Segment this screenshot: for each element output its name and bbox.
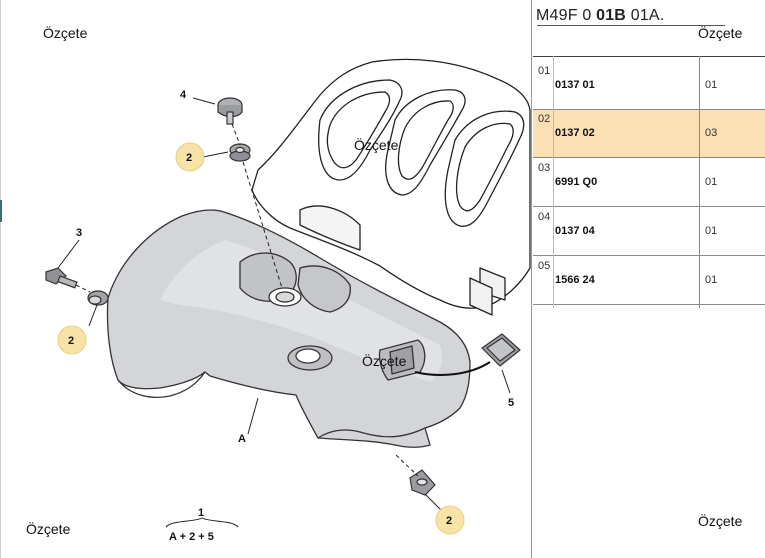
part-row-number: 03 (538, 162, 551, 174)
number-column-divider (553, 56, 554, 308)
callout-2-top: 2 (186, 152, 192, 164)
grommet-part-2-left (87, 290, 109, 306)
watermark-top-right: Özçete (698, 25, 743, 41)
bolt-part-4 (217, 97, 243, 125)
grommet-part-2-bottom (409, 469, 436, 496)
left-edge (0, 0, 1, 558)
part-row-number: 04 (538, 211, 551, 223)
formula-brace (165, 517, 239, 528)
reference-prefix: M49F 0 (536, 7, 597, 24)
callout-4: 4 (180, 89, 187, 101)
part-row-05[interactable]: 05 1566 24 01 (533, 257, 765, 305)
part-code[interactable]: 1566 24 (555, 274, 595, 286)
engine-cover-part-A (106, 209, 471, 448)
assembly-reference: M49F 0 01B 01A. (536, 7, 664, 25)
callout-2-left: 2 (68, 335, 74, 347)
bracket-part-5 (414, 333, 521, 376)
callout-A: A (238, 433, 246, 445)
parts-list-panel: M49F 0 01B 01A. Özçete 01 0137 01 01 02 … (533, 0, 765, 558)
grommet-part-2-top (229, 143, 251, 162)
callout-highlights (57, 142, 465, 535)
engine-cover-drawing: 2 2 2 4 3 5 A 1 A + 2 + 5 (45, 58, 531, 543)
watermark-lower-center: Özçete (362, 353, 407, 369)
callout-1: 1 (198, 507, 204, 519)
intake-manifold (251, 58, 531, 316)
callout-3: 3 (76, 227, 82, 239)
part-row-number: 05 (538, 260, 551, 272)
assembly-formula: A + 2 + 5 (169, 531, 214, 543)
left-edge-marker (0, 200, 2, 222)
callout-5: 5 (508, 397, 514, 409)
exploded-diagram: 2 2 2 4 3 5 A 1 A + 2 + 5 Özçete Özçete … (26, 0, 532, 558)
part-quantity: 01 (705, 176, 718, 188)
watermark-top-left: Özçete (43, 25, 88, 41)
part-row-number: 01 (538, 65, 551, 77)
part-row-number: 02 (538, 113, 551, 125)
part-quantity: 01 (705, 225, 718, 237)
part-code[interactable]: 0137 01 (555, 79, 595, 91)
part-row-01[interactable]: 01 0137 01 01 (533, 62, 765, 110)
part-row-02[interactable]: 02 0137 02 03 (533, 110, 765, 158)
watermark-bottom-right: Özçete (698, 513, 743, 529)
part-code[interactable]: 0137 04 (555, 225, 595, 237)
part-row-03[interactable]: 03 6991 Q0 01 (533, 159, 765, 207)
parts-list-header: M49F 0 01B 01A. Özçete (533, 0, 765, 57)
reference-suffix: 01A. (626, 7, 665, 24)
callout-2-bottom: 2 (446, 515, 452, 527)
part-quantity: 01 (705, 79, 718, 91)
part-code[interactable]: 0137 02 (555, 127, 595, 139)
watermark-bottom-left: Özçete (26, 521, 71, 537)
stud-part-3 (45, 267, 78, 289)
part-quantity: 03 (705, 127, 718, 139)
quantity-column-divider (699, 56, 700, 308)
part-quantity: 01 (705, 274, 718, 286)
part-code[interactable]: 6991 Q0 (555, 176, 598, 188)
reference-code: 01B (596, 7, 627, 24)
assembly-lines (57, 97, 511, 513)
part-row-04[interactable]: 04 0137 04 01 (533, 208, 765, 256)
watermark-center: Özçete (354, 137, 399, 153)
reference-underline (537, 25, 725, 26)
